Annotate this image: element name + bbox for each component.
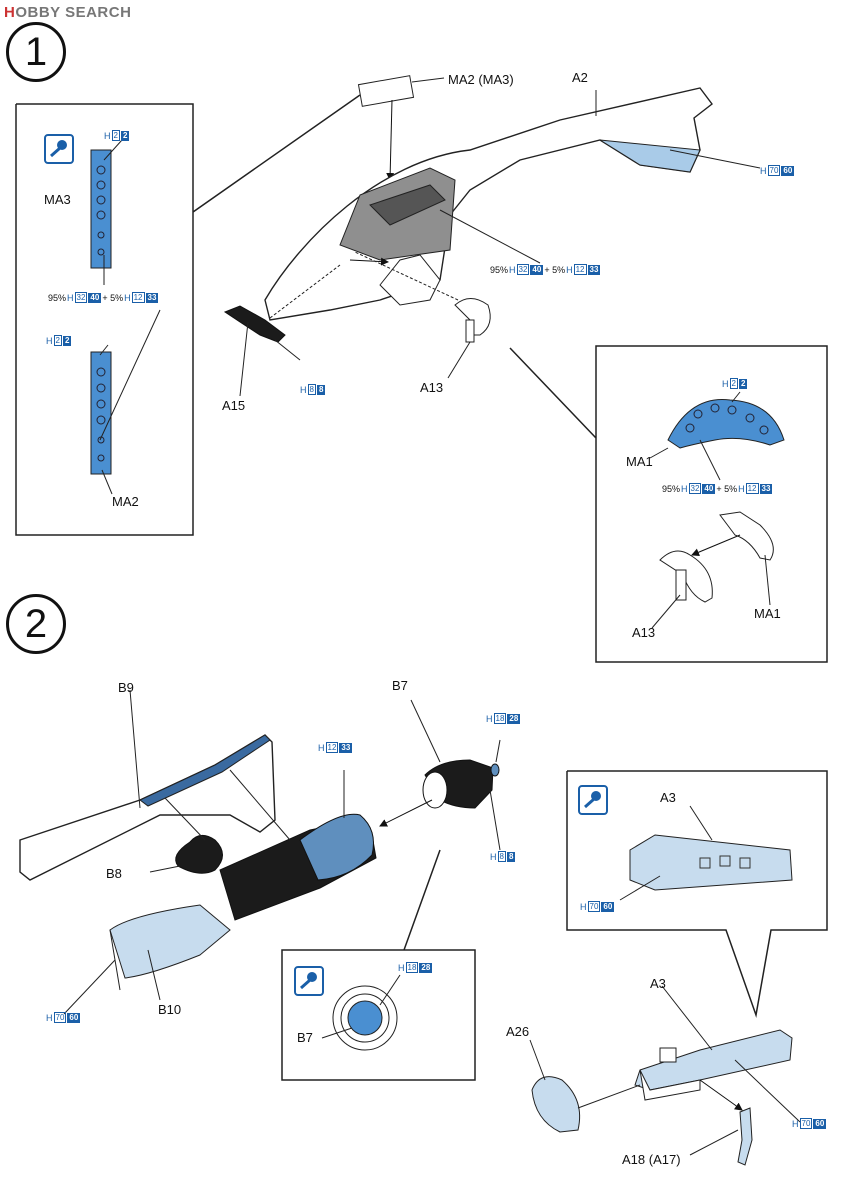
label-ma2: MA2 [112, 494, 139, 509]
part-a3 [634, 1029, 793, 1091]
inset-b7-callout [281, 849, 476, 1081]
label-ma1-inset: MA1 [754, 606, 781, 621]
ma3-panel [90, 149, 112, 269]
part-b8 [175, 835, 223, 874]
label-ma1: MA1 [626, 454, 653, 469]
inset-a3-part [629, 834, 793, 891]
label-a18-a17: A18 (A17) [622, 1152, 681, 1167]
label-ma2-ma3: MA2 (MA3) [448, 72, 514, 87]
step-2-badge: 2 [6, 594, 66, 654]
inset-left-callout [15, 94, 361, 536]
part-a15 [223, 305, 286, 343]
label-a26: A26 [506, 1024, 530, 1039]
paint-icon [44, 134, 74, 164]
part-b10 [109, 904, 231, 979]
inset-right-callout [509, 345, 828, 663]
label-a15: A15 [222, 398, 246, 413]
label-b8: B8 [106, 866, 122, 881]
paint-icon [294, 966, 324, 996]
label-a2: A2 [572, 70, 588, 85]
label-b9: B9 [118, 680, 134, 695]
inset-a3-callout [566, 770, 828, 1018]
label-b7-inset: B7 [297, 1030, 313, 1045]
label-b10: B10 [158, 1002, 182, 1017]
part-a26 [531, 1076, 581, 1133]
ma2-ma3-small-part [357, 75, 415, 107]
label-a3-inset: A3 [660, 790, 676, 805]
part-a18 [737, 1107, 753, 1166]
step-1-badge: 1 [6, 22, 66, 82]
ma1-panel [667, 399, 785, 449]
ma2-panel [90, 351, 112, 475]
label-a13-inset: A13 [632, 625, 656, 640]
fuselage-a2 [264, 87, 713, 321]
label-a3: A3 [650, 976, 666, 991]
label-b7: B7 [392, 678, 408, 693]
label-ma3: MA3 [44, 192, 71, 207]
site-logo: HOBBY SEARCH [4, 4, 132, 21]
part-a13 [454, 298, 491, 336]
paint-icon [578, 785, 608, 815]
label-a13: A13 [420, 380, 444, 395]
